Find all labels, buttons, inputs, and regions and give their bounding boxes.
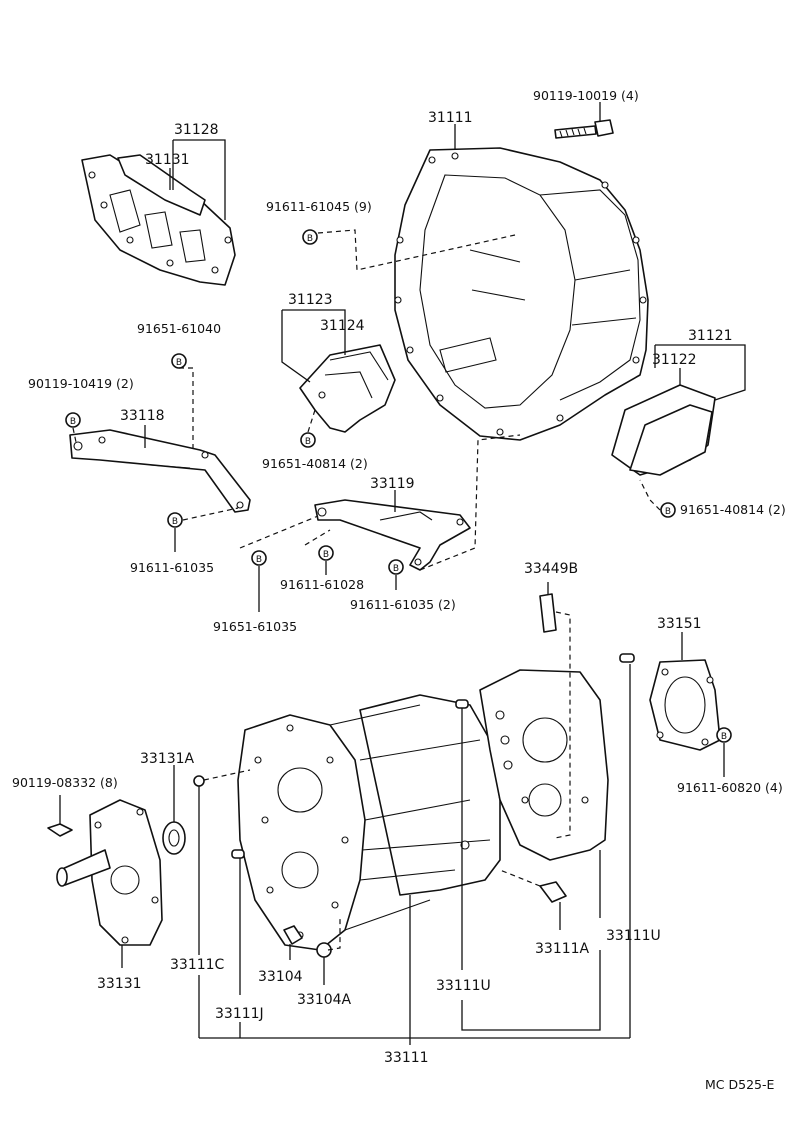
label-33104A: 33104A — [297, 992, 352, 1008]
plug-33104-shape — [283, 925, 303, 945]
label-33131: 33131 — [97, 976, 142, 992]
transmission-case-part — [237, 694, 501, 951]
svg-text:B: B — [172, 517, 178, 527]
label-33111J: 33111J — [215, 1006, 264, 1022]
front-bearing-retainer-part — [56, 799, 163, 946]
label-31124: 31124 — [320, 318, 365, 334]
label-91651-61040: 91651-61040 — [137, 321, 221, 336]
label-33111C: 33111C — [170, 957, 225, 973]
label-31131-top: 31131 — [145, 152, 190, 168]
label-90119-10419: 90119-10419 (2) — [28, 376, 134, 391]
label-33449B: 33449B — [524, 561, 578, 577]
bolt-symbol-icon: B — [302, 229, 318, 245]
svg-text:B: B — [256, 555, 262, 565]
svg-text:B: B — [307, 234, 313, 244]
label-31111-top: 31111 — [428, 110, 473, 126]
label-31123: 31123 — [288, 292, 333, 308]
plug-33111A-shape — [539, 881, 567, 903]
label-91611-61045: 91611-61045 (9) — [266, 199, 372, 214]
side-cover-part — [611, 384, 716, 476]
arm-33118-part — [69, 429, 251, 513]
bolt-symbol-icon: B — [300, 432, 316, 448]
housing-cover-part — [81, 154, 236, 286]
svg-text:B: B — [721, 732, 727, 742]
label-91611-61035-2: 91611-61035 (2) — [350, 597, 456, 612]
label-91651-61035: 91651-61035 — [213, 619, 297, 634]
label-91611-60820: 91611-60820 (4) — [677, 780, 783, 795]
label-31122: 31122 — [652, 352, 697, 368]
label-33119: 33119 — [370, 476, 415, 492]
seal-ring-shape — [193, 775, 205, 787]
leader-lines — [59, 102, 746, 1045]
bolt-symbol-icon: B — [716, 727, 732, 743]
label-33118: 33118 — [120, 408, 165, 424]
bolt-symbol-icon: B — [65, 412, 81, 428]
label-33111U-right: 33111U — [606, 928, 661, 944]
intermediate-plate-part — [479, 669, 609, 861]
label-33104: 33104 — [258, 969, 303, 985]
svg-text:B: B — [665, 507, 671, 517]
bolt-symbol-icon: B — [167, 512, 183, 528]
bolt-symbol-icon: B — [251, 550, 267, 566]
arm-33119-part — [314, 499, 471, 571]
retainer-bolt-shape — [47, 823, 73, 837]
bolt-symbol-icon: B — [388, 559, 404, 575]
bolt-symbol-icon: B — [171, 353, 187, 369]
label-90119-08332: 90119-08332 (8) — [12, 775, 118, 790]
label-33131A: 33131A — [140, 751, 195, 767]
label-33111-bottom: 33111 — [384, 1050, 429, 1066]
dowel-pin-shape — [619, 653, 635, 663]
part-33449B-shape — [539, 593, 557, 633]
svg-text:B: B — [323, 550, 329, 560]
label-91651-40814-right: 91651-40814 (2) — [680, 502, 786, 517]
label-91651-40814-left: 91651-40814 (2) — [262, 456, 368, 471]
svg-text:B: B — [393, 564, 399, 574]
label-91611-61028: 91611-61028 — [280, 577, 364, 592]
bracket-31123-part — [299, 344, 396, 433]
label-33111U-middle: 33111U — [436, 978, 491, 994]
label-33151: 33151 — [657, 616, 702, 632]
housing-bolt-part — [554, 119, 614, 139]
dowel-pin-shape — [455, 699, 469, 709]
part-number-labels: 90119-10019 (4) 31111 31128 31131 91611-… — [12, 88, 786, 1092]
svg-text:B: B — [70, 417, 76, 427]
svg-text:B: B — [176, 358, 182, 368]
label-90119-10019: 90119-10019 (4) — [533, 88, 639, 103]
dowel-pin-shape — [231, 849, 245, 859]
clutch-housing-part — [394, 147, 649, 441]
label-33111A: 33111A — [535, 941, 590, 957]
bolt-symbol-icon: B — [660, 502, 676, 518]
bolt-symbol-icon: B — [318, 545, 334, 561]
bearing-retainer-part — [649, 659, 721, 751]
svg-text:B: B — [305, 437, 311, 447]
label-31121: 31121 — [688, 328, 733, 344]
diagram-code: MC D525-E — [705, 1077, 774, 1092]
label-31128: 31128 — [174, 122, 219, 138]
label-91611-61035: 91611-61035 — [130, 560, 214, 575]
